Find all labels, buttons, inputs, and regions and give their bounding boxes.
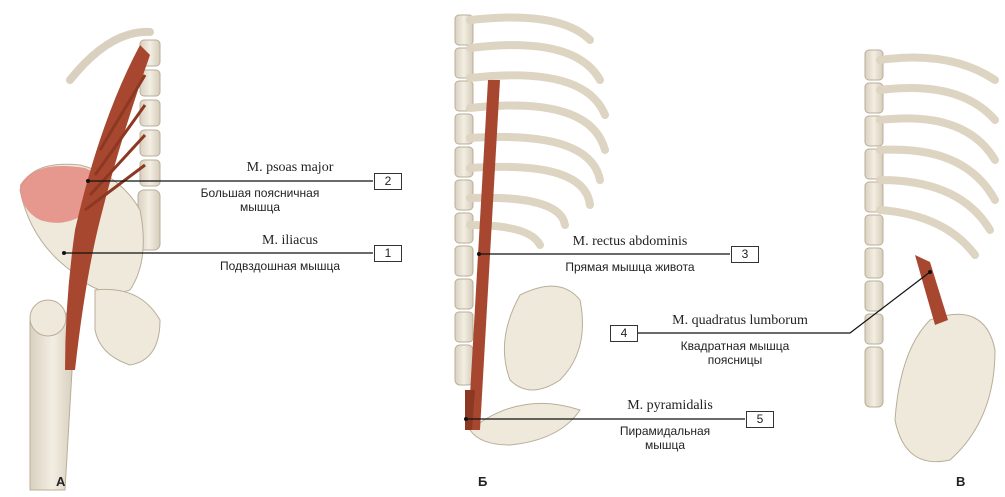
label-number-3: 3 [731,246,759,263]
iliacus-latin-label: M. iliacus [200,233,380,249]
panel-letter-b: Б [478,474,487,489]
iliacus-russian-label: Подвздошная мышца [190,259,370,273]
psoas-major-latin-label: M. psoas major [200,160,380,176]
label-number-4: 4 [610,325,638,342]
quadratus-lumborum-russian-label: Квадратная мышца поясницы [660,339,810,367]
panel-letter-a: А [56,474,65,489]
panel-c-illustration [865,50,995,462]
quadratus-lumborum-muscle [915,255,948,325]
panel-b-illustration [455,15,605,445]
label-number-1: 1 [374,245,402,262]
psoas-major-russian-label: Большая поясничная мышца [195,186,325,214]
rectus-abdominis-russian-label: Прямая мышца живота [535,260,725,274]
panel-a-illustration [20,32,160,490]
pyramidalis-latin-label: M. pyramidalis [590,398,750,414]
rectus-abdominis-latin-label: M. rectus abdominis [535,234,725,250]
panel-letter-c: В [956,474,965,489]
quadratus-lumborum-latin-label: M. quadratus lumborum [640,313,840,329]
leader-lines [64,181,930,419]
label-number-2: 2 [374,173,402,190]
ribcage-c [880,58,995,256]
pyramidalis-russian-label: Пирамидальная мышца [600,424,730,452]
label-number-5: 5 [746,411,774,428]
